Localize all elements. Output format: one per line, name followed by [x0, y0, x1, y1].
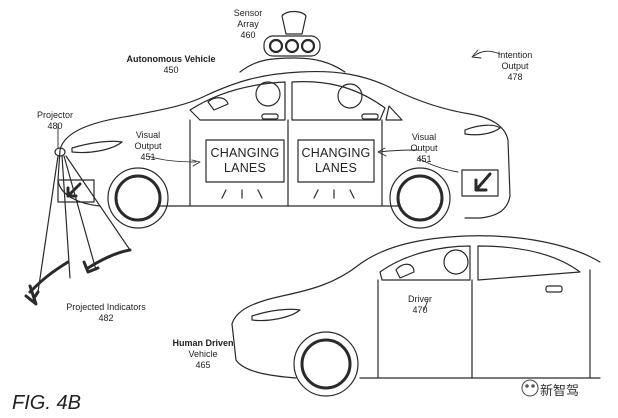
human-vehicle-wheel: [300, 338, 352, 390]
label-human-driven-vehicle: Human Driven Vehicle 465: [172, 338, 234, 370]
projection-beams: [37, 155, 131, 293]
sensor-lens-3: [300, 38, 316, 54]
rear-door-handle: [361, 113, 379, 120]
label-sensor-array: Sensor Array 460: [233, 8, 263, 40]
leader-arrow-right: [377, 147, 387, 157]
roof-rack: [239, 57, 346, 73]
projected-arrow-2: [86, 248, 132, 270]
projector-drawing: [24, 147, 132, 306]
label-visual-output-left: Visual Output 451: [134, 130, 162, 162]
driver-head: [443, 249, 469, 275]
label-projector: Projector 480: [36, 110, 73, 131]
leader-arrow-intention: [471, 49, 482, 59]
projected-arrow-1-head: [24, 284, 38, 306]
front-window: [189, 81, 286, 121]
headlight: [71, 140, 123, 154]
front-wheel: [114, 174, 162, 222]
leader-intention-output: [473, 50, 501, 57]
figure-caption: FIG. 4B: [12, 392, 81, 414]
rear-sign-glow: [313, 189, 355, 199]
human-vehicle-rear-window: [477, 245, 581, 281]
vehicle-body-outline: [59, 70, 511, 219]
leader-arrow-left: [191, 159, 201, 167]
sensor-lens-2: [284, 38, 300, 54]
projected-arrow-1: [28, 260, 70, 300]
sensor-dome: [281, 10, 307, 35]
human-vehicle-mirror: [395, 263, 415, 279]
leader-lines: [57, 49, 501, 173]
front-window-sign: CHANGING LANES: [210, 146, 280, 175]
human-vehicle-drawing: [231, 235, 601, 397]
autonomous-vehicle-drawing: [57, 10, 511, 229]
front-window-sign-frame: [205, 139, 285, 183]
side-mirror: [207, 97, 229, 111]
watermark-logo-icon: [521, 379, 539, 397]
rear-arrow-panel: [461, 169, 499, 197]
rear-wheel: [396, 174, 444, 222]
front-arrow-panel: [57, 179, 95, 203]
projector-lens: [54, 147, 66, 157]
sensor-lens-1: [268, 38, 284, 54]
front-door-handle: [261, 113, 279, 120]
rear-arrow-icon: [474, 172, 492, 192]
label-driver: Driver 470: [408, 294, 432, 315]
label-visual-output-right: Visual Output 451: [410, 132, 438, 164]
front-wheel-outer: [107, 167, 169, 229]
rear-quarter-window: [385, 105, 403, 121]
leader-visual-output-right-2: [417, 157, 459, 173]
human-vehicle-door-handle: [545, 285, 563, 293]
front-sign-glow: [221, 189, 263, 199]
taillight: [464, 124, 501, 136]
human-vehicle-headlight: [251, 308, 301, 322]
rear-wheel-outer: [389, 167, 451, 229]
occupant-rear: [337, 83, 363, 109]
leader-visual-output-right: [379, 149, 419, 153]
rear-window-sign-frame: [297, 139, 375, 183]
human-vehicle-front-window: [379, 245, 471, 281]
rear-window-sign: CHANGING LANES: [301, 146, 371, 175]
occupant-front: [255, 81, 281, 107]
leader-driver: [423, 299, 429, 311]
label-projected-indicators: Projected Indicators 482: [66, 302, 146, 323]
watermark-text: 新智驾: [540, 384, 580, 399]
sensor-housing: [263, 35, 321, 57]
label-intention-output: Intention Output 478: [497, 50, 533, 82]
human-vehicle-wheel-outer: [293, 331, 359, 397]
rear-window: [291, 81, 386, 121]
human-vehicle-body-outline: [231, 235, 601, 325]
sensor-array-drawing: [239, 10, 346, 73]
human-vehicle-front-bumper: [231, 323, 297, 379]
projected-arrow-2-head: [82, 260, 100, 274]
leader-visual-output-left: [147, 155, 197, 163]
label-autonomous-vehicle: Autonomous Vehicle 450: [126, 54, 216, 75]
